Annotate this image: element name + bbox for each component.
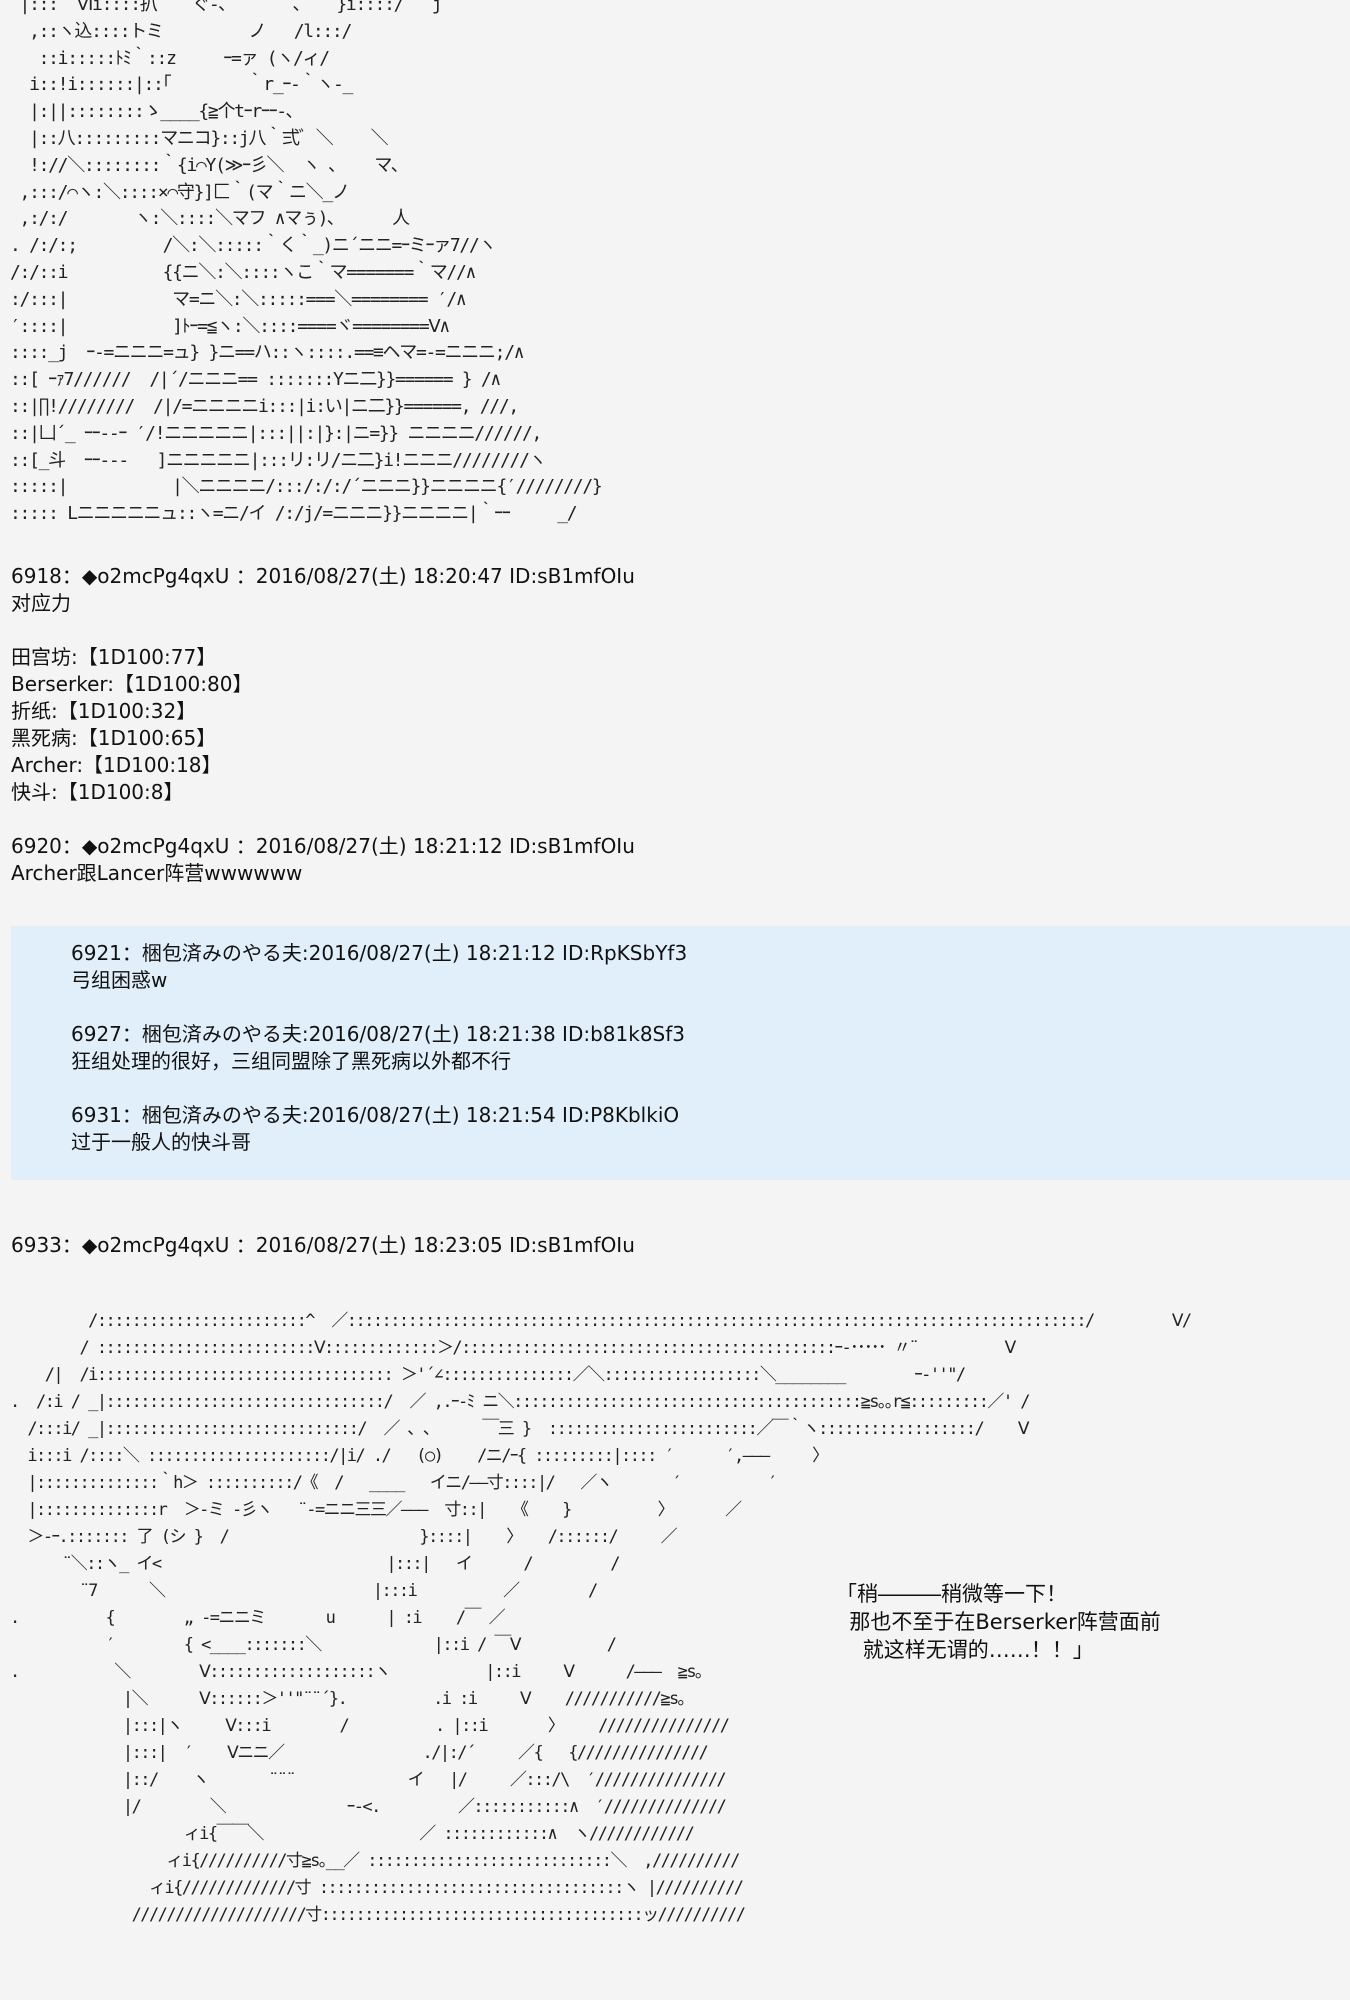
post-line: Berserker:【1D100:80】 (11, 672, 253, 696)
quoted-reply: 6921：梱包済みのやる夫:2016/08/27(土) 18:21:12 ID:… (71, 940, 687, 994)
post-line: 黑死病:【1D100:65】 (11, 726, 217, 750)
speech-line: 就这样无谓的……！！」 (836, 1638, 1094, 1662)
post-6933: 6933：◆o2mcPg4qxU ：2016/08/27(土) 18:23:05… (11, 1232, 635, 1259)
quote-text: 过于一般人的快斗哥 (71, 1130, 251, 1154)
speech-line: 那也不至于在Berserker阵营面前 (836, 1610, 1161, 1634)
quoted-replies-box: 6921：梱包済みのやる夫:2016/08/27(土) 18:21:12 ID:… (11, 926, 1350, 1180)
post-line: 折纸:【1D100:32】 (11, 699, 197, 723)
post-header: 6933：◆o2mcPg4qxU ：2016/08/27(土) 18:23:05… (11, 1233, 635, 1257)
speech-text: 「稍―――稍微等一下！ 那也不至于在Berserker阵营面前 就这样无谓的……… (836, 1580, 1161, 1664)
post-header: 6918：◆o2mcPg4qxU ：2016/08/27(土) 18:20:47… (11, 564, 635, 588)
ascii-art-top: |::: Ⅵi::::扒 ｀ぐ‐､ ､ ｀ }i::::/ j ,::ヽ込:::… (10, 0, 603, 525)
post-line: 田宫坊:【1D100:77】 (11, 645, 217, 669)
quote-text: 弓组困惑w (71, 968, 168, 992)
quote-header: 6927：梱包済みのやる夫:2016/08/27(土) 18:21:38 ID:… (71, 1022, 686, 1046)
ascii-art-bottom: /::::::::::::::::::::::::^ ／::::::::::::… (10, 1311, 1192, 1925)
post-line: Archer跟Lancer阵营wwwwww (11, 861, 303, 885)
post-6918: 6918：◆o2mcPg4qxU ：2016/08/27(土) 18:20:47… (11, 563, 635, 806)
quote-header: 6931：梱包済みのやる夫:2016/08/27(土) 18:21:54 ID:… (71, 1103, 680, 1127)
post-6920: 6920：◆o2mcPg4qxU ：2016/08/27(土) 18:21:12… (11, 833, 635, 887)
post-line: 快斗:【1D100:8】 (11, 780, 184, 804)
quote-header: 6921：梱包済みのやる夫:2016/08/27(土) 18:21:12 ID:… (71, 941, 688, 965)
quoted-reply: 6927：梱包済みのやる夫:2016/08/27(土) 18:21:38 ID:… (71, 1021, 685, 1075)
speech-line: 「稍―――稍微等一下！ (836, 1582, 1067, 1606)
post-header: 6920：◆o2mcPg4qxU ：2016/08/27(土) 18:21:12… (11, 834, 635, 858)
quoted-reply: 6931：梱包済みのやる夫:2016/08/27(土) 18:21:54 ID:… (71, 1102, 679, 1156)
post-line: ​ (11, 617, 635, 644)
post-line: Archer:【1D100:18】 (11, 753, 222, 777)
quote-text: 狂组处理的很好，三组同盟除了黑死病以外都不行 (71, 1049, 511, 1073)
post-line: 对应力 (11, 591, 71, 615)
